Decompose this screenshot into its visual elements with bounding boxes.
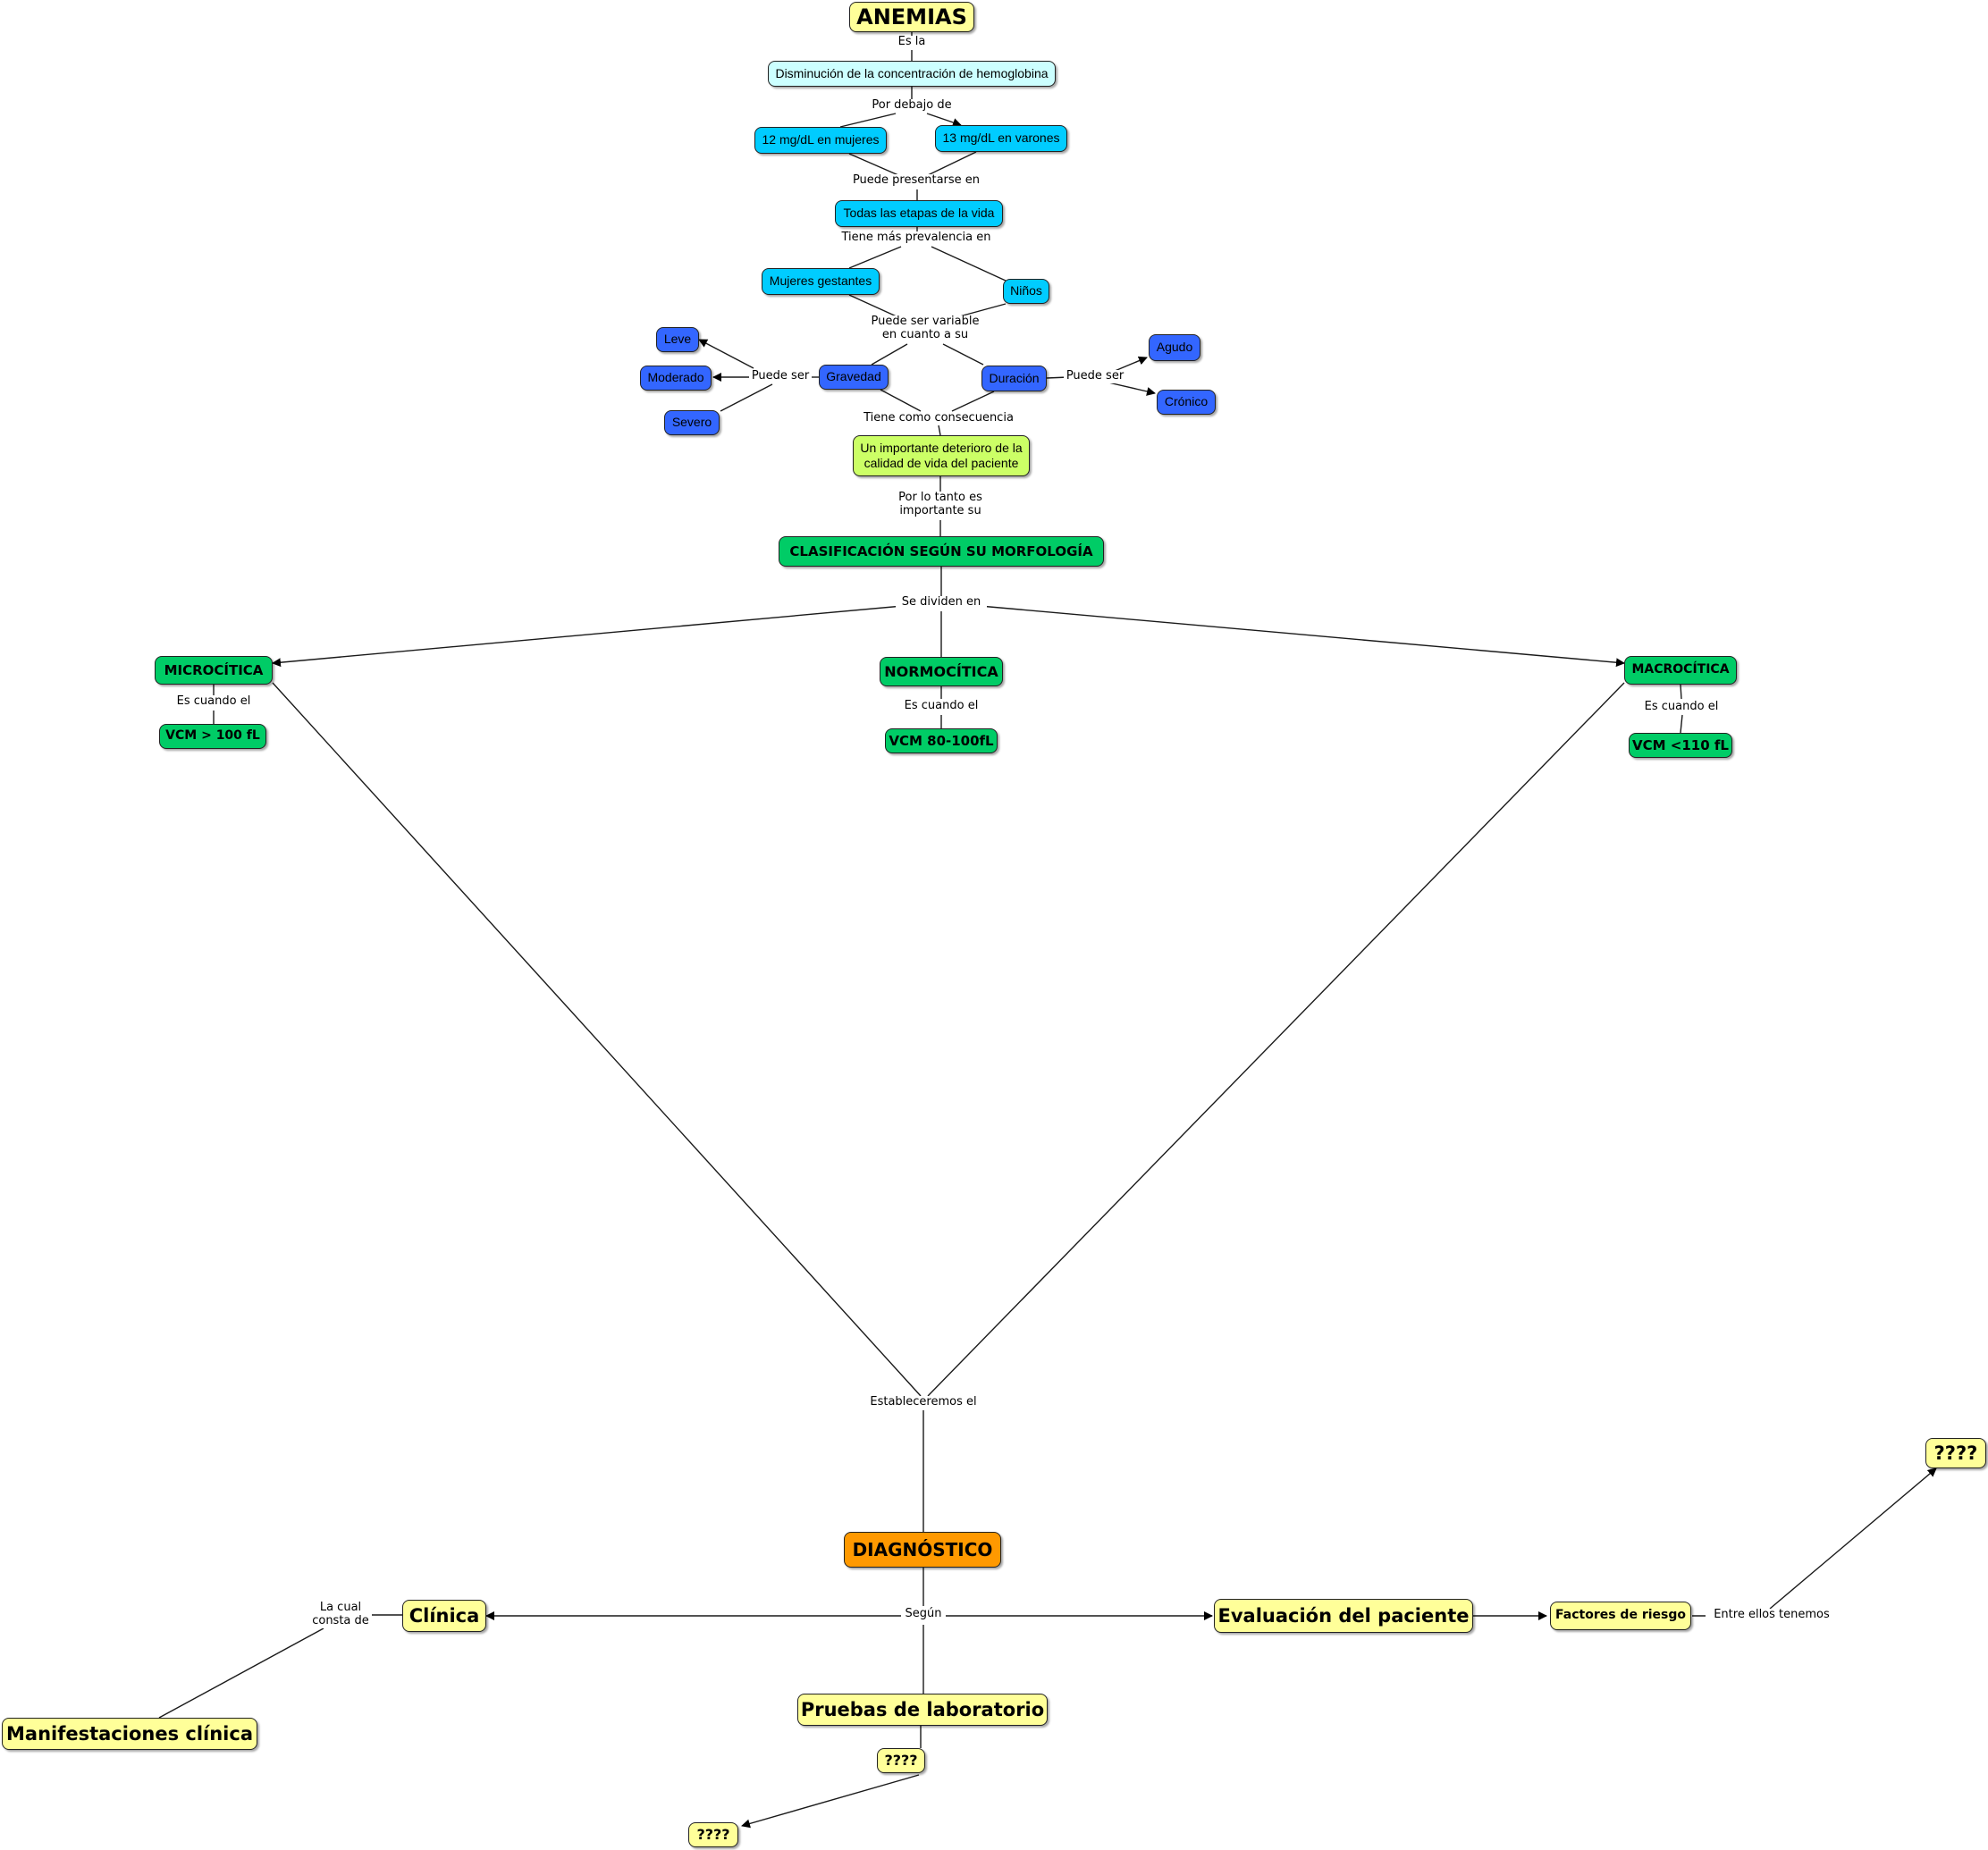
line-gestantes-variable xyxy=(848,294,899,318)
link-label-puede-ser-gravedad: Puede ser xyxy=(749,369,812,383)
node-etapas[interactable]: Todas las etapas de la vida xyxy=(835,200,1003,227)
node-microcitica[interactable]: MICROCÍTICA xyxy=(155,656,273,685)
node-leve[interactable]: Leve xyxy=(656,327,699,352)
node-gravedad[interactable]: Gravedad xyxy=(819,365,889,390)
line-variable-duracion xyxy=(942,343,984,366)
node-q-top-right[interactable]: ???? xyxy=(1925,1438,1986,1468)
link-label-consecuencia: Tiene como consecuencia xyxy=(858,411,1019,425)
line-ninos-variable xyxy=(956,303,1007,318)
node-macrocitica[interactable]: MACROCÍTICA xyxy=(1624,656,1737,685)
line-dividen-macro xyxy=(979,605,1625,668)
link-label-se-dividen: Se dividen en xyxy=(896,595,987,610)
link-label-variable: Puede ser variable en cuanto a su xyxy=(858,315,992,342)
node-gestantes[interactable]: Mujeres gestantes xyxy=(762,268,880,295)
link-label-es-cuando-micro: Es cuando el xyxy=(172,694,256,709)
node-q-lab-2[interactable]: ???? xyxy=(688,1822,738,1847)
line-lacual-manifestaciones xyxy=(158,1627,324,1719)
link-label-puede-ser-duracion: Puede ser xyxy=(1064,369,1126,383)
node-duracion[interactable]: Duración xyxy=(981,366,1047,391)
line-puedeser-severo xyxy=(720,383,773,412)
link-label-es-cuando-normo: Es cuando el xyxy=(899,699,983,713)
node-manifestaciones[interactable]: Manifestaciones clínica xyxy=(2,1718,257,1750)
line-pordebajo-mujeres xyxy=(839,113,897,128)
node-vcm-normo[interactable]: VCM 80-100fL xyxy=(885,728,998,753)
node-vcm-macro[interactable]: VCM <110 fL xyxy=(1629,733,1732,758)
node-factores[interactable]: Factores de riesgo xyxy=(1550,1602,1691,1630)
link-label-la-cual: La cual consta de xyxy=(309,1601,372,1628)
line-prevalencia-gestantes xyxy=(848,246,902,269)
line-puedeser-cronico xyxy=(1108,382,1156,396)
node-q-lab-1[interactable]: ???? xyxy=(877,1748,925,1773)
link-label-por-lo-tanto: Por lo tanto es importante su xyxy=(887,491,994,518)
link-label-segun: Según xyxy=(901,1607,946,1621)
line-puedeser-leve xyxy=(698,339,754,369)
node-anemias[interactable]: ANEMIAS xyxy=(849,2,974,32)
line-mujeres-presentarse xyxy=(848,153,899,176)
line-duracion-consecuencia xyxy=(951,391,995,412)
node-vcm-micro[interactable]: VCM > 100 fL xyxy=(159,724,266,749)
link-label-mas-prevalencia: Tiene más prevalencia en xyxy=(836,231,997,245)
node-13-varones[interactable]: 13 mg/dL en varones xyxy=(935,125,1067,152)
node-normocitica[interactable]: NORMOCÍTICA xyxy=(880,657,1003,686)
line-dividen-micro xyxy=(272,605,904,668)
node-clinica[interactable]: Clínica xyxy=(402,1600,486,1632)
node-12-mujeres[interactable]: 12 mg/dL en mujeres xyxy=(754,127,887,154)
line-gravedad-consecuencia xyxy=(880,389,922,412)
line-consecuencia-deterioro xyxy=(938,425,941,436)
link-label-puede-presentarse: Puede presentarse en xyxy=(845,173,988,188)
node-severo[interactable]: Severo xyxy=(664,410,720,435)
link-label-estableceremos: Estableceremos el xyxy=(867,1395,980,1409)
line-entre-qtop xyxy=(1769,1467,1937,1610)
node-pruebas[interactable]: Pruebas de laboratorio xyxy=(797,1694,1048,1726)
line-pordebajo-varones xyxy=(926,113,962,127)
line-macro-estableceremos xyxy=(927,682,1625,1397)
link-label-por-debajo: Por debajo de xyxy=(858,98,965,113)
node-cronico[interactable]: Crónico xyxy=(1157,390,1216,415)
link-label-es-la: Es la xyxy=(885,35,939,49)
line-variable-gravedad xyxy=(871,343,908,366)
line-micro-estableceremos xyxy=(272,682,922,1397)
line-prevalencia-ninos xyxy=(931,246,1007,282)
node-diagnostico[interactable]: DIAGNÓSTICO xyxy=(844,1532,1001,1568)
node-evaluacion[interactable]: Evaluación del paciente xyxy=(1214,1599,1473,1633)
node-disminucion[interactable]: Disminución de la concentración de hemog… xyxy=(768,61,1056,87)
node-agudo[interactable]: Agudo xyxy=(1149,334,1200,361)
line-varones-presentarse xyxy=(927,151,977,176)
node-moderado[interactable]: Moderado xyxy=(640,366,712,391)
link-label-entre-ellos: Entre ellos tenemos xyxy=(1706,1608,1838,1622)
node-clasificacion[interactable]: CLASIFICACIÓN SEGÚN SU MORFOLOGÍA xyxy=(779,536,1104,567)
line-q1-q2 xyxy=(741,1774,920,1829)
node-deterioro[interactable]: Un importante deterioro de la calidad de… xyxy=(853,435,1030,476)
node-ninos[interactable]: Niños xyxy=(1003,279,1049,304)
link-label-es-cuando-macro: Es cuando el xyxy=(1639,700,1723,714)
line-escuando-vcmmacro xyxy=(1680,714,1683,734)
